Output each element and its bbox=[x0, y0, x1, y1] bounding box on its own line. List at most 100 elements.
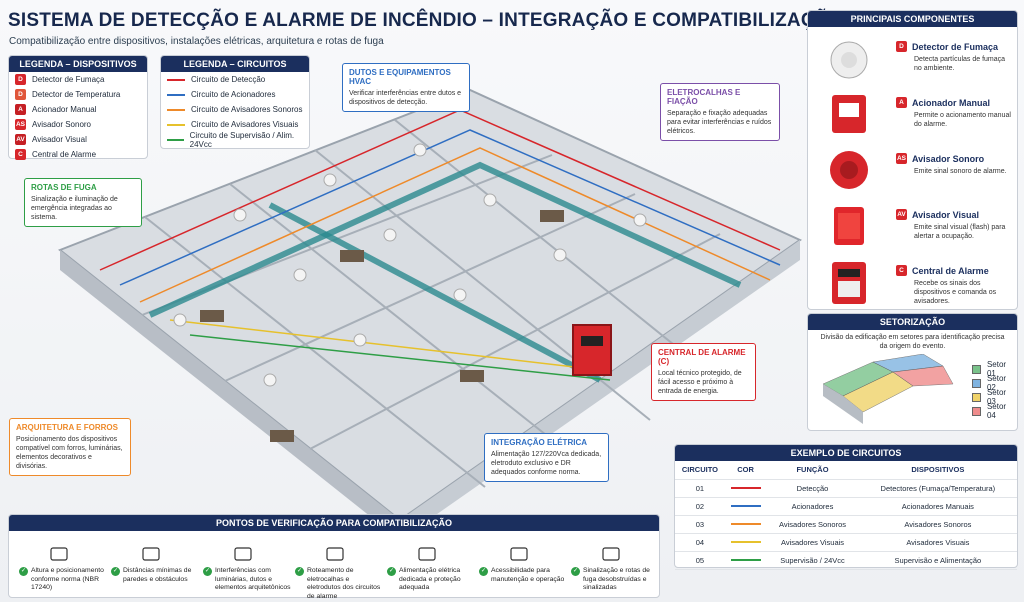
device-code-badge: D bbox=[896, 41, 907, 52]
legend-devices-title: LEGENDA – DISPOSITIVOS bbox=[9, 56, 147, 72]
legend-circuits-title: LEGENDA – CIRCUITOS bbox=[161, 56, 309, 72]
component-image bbox=[830, 151, 868, 189]
component-name-text: Avisador Sonoro bbox=[912, 153, 985, 164]
circuit-number-cell: 01 bbox=[675, 479, 725, 498]
device-code-badge: AS bbox=[15, 119, 26, 130]
circuit-color-line bbox=[730, 487, 761, 489]
device-code-badge: AS bbox=[896, 153, 907, 164]
component-desc: Detecta partículas de fumaça no ambiente… bbox=[914, 56, 1006, 72]
circuit-color-line bbox=[730, 559, 761, 561]
circuit-devices-cell: Acionadores Manuais bbox=[858, 497, 1017, 516]
circuit-line-swatch bbox=[167, 93, 185, 96]
callout-central-text: Local técnico protegido, de fácil acesso… bbox=[658, 370, 742, 395]
circuit-line-swatch bbox=[167, 138, 184, 141]
callout-hvac: DUTOS E EQUIPAMENTOS HVAC Verificar inte… bbox=[342, 63, 470, 112]
wrench-icon bbox=[510, 547, 528, 561]
component-image bbox=[830, 41, 868, 79]
check-text: Roteamento de eletrocalhas e eletrodutos… bbox=[307, 567, 381, 600]
circuit-color-cell bbox=[724, 479, 767, 498]
check-text: Interferências com luminárias, dutos e e… bbox=[215, 567, 291, 591]
circuit-devices-cell: Avisadores Sonoros bbox=[858, 515, 1017, 534]
sector-label: Setor 02 bbox=[986, 374, 1007, 392]
callout-arquitetura-text: Posicionamento dos dispositivos compatív… bbox=[16, 436, 123, 470]
circuit-line-swatch bbox=[167, 78, 185, 81]
device-code-badge: C bbox=[896, 265, 907, 276]
circuit-number-cell: 02 bbox=[675, 497, 725, 516]
component-name: A Acionador Manual bbox=[896, 97, 990, 108]
component-name-text: Acionador Manual bbox=[912, 97, 991, 108]
sector-swatch bbox=[972, 378, 981, 388]
device-code-badge: A bbox=[15, 104, 26, 115]
legend-device-label: Central de Alarme bbox=[32, 150, 97, 159]
circuit-function-cell: Detecção bbox=[766, 479, 859, 498]
device-code-badge: AV bbox=[896, 209, 907, 220]
callout-central: CENTRAL DE ALARME (C) Local técnico prot… bbox=[651, 343, 756, 401]
check-text: Acessibilidade para manutenção e operaçã… bbox=[491, 567, 565, 583]
circuit-devices-cell: Avisadores Visuais bbox=[858, 533, 1017, 552]
callout-hvac-text: Verificar interferências entre dutos e d… bbox=[349, 90, 462, 106]
sector-label: Setor 01 bbox=[986, 360, 1007, 378]
checks-panel: PONTOS DE VERIFICAÇÃO PARA COMPATIBILIZA… bbox=[8, 514, 660, 600]
components-title: PRINCIPAIS COMPONENTES bbox=[808, 11, 1017, 27]
check-text: Altura e posicionamento conforme norma (… bbox=[31, 567, 104, 591]
check-item: ✓Interferências com luminárias, dutos e … bbox=[201, 545, 291, 602]
legend-circuit-row: Circuito de Supervisão / Alim. 24Vcc bbox=[161, 130, 309, 149]
legend-circuit-label: Circuito de Supervisão / Alim. 24Vcc bbox=[189, 130, 295, 149]
check-tick-icon: ✓ bbox=[19, 567, 28, 576]
legend-circuit-row: Circuito de Detecção bbox=[161, 72, 309, 87]
callout-arquitetura-title: ARQUITETURA E FORROS bbox=[16, 423, 118, 432]
callout-eletrocalhas-text: Separação e fixação adequadas para evita… bbox=[667, 110, 772, 135]
circuit-function-cell: Supervisão / 24Vcc bbox=[766, 551, 859, 570]
ruler-icon bbox=[50, 547, 68, 561]
check-tick-icon: ✓ bbox=[571, 567, 580, 576]
components-panel: PRINCIPAIS COMPONENTES D Detector de Fuma… bbox=[807, 10, 1018, 310]
legend-circuit-row: Circuito de Acionadores bbox=[161, 87, 309, 102]
checks-title: PONTOS DE VERIFICAÇÃO PARA COMPATIBILIZA… bbox=[9, 515, 659, 531]
check-item: ✓Distâncias mínimas de paredes e obstácu… bbox=[109, 545, 199, 602]
circuit-color-line bbox=[730, 523, 761, 525]
sector-legend-row: Setor 02 bbox=[966, 374, 1017, 392]
table-header-cell: COR bbox=[724, 461, 767, 480]
component-name-text: Detector de Fumaça bbox=[912, 41, 999, 52]
device-code-badge: AV bbox=[15, 134, 26, 145]
device-code-badge: D bbox=[15, 89, 26, 100]
circuit-color-cell bbox=[724, 497, 767, 516]
circuit-number-cell: 03 bbox=[675, 515, 725, 534]
component-image bbox=[832, 262, 866, 304]
component-name: AS Avisador Sonoro bbox=[896, 153, 984, 164]
callout-arquitetura: ARQUITETURA E FORROS Posicionamento dos … bbox=[9, 418, 131, 476]
component-image bbox=[832, 95, 866, 133]
callout-central-title: CENTRAL DE ALARME (C) bbox=[658, 348, 746, 366]
component-desc: Permite o acionamento manual do alarme. bbox=[914, 112, 1011, 128]
plug-icon bbox=[418, 547, 436, 561]
check-text: Sinalização e rotas de fuga desobstruída… bbox=[583, 567, 650, 591]
sectorization-title: SETORIZAÇÃO bbox=[808, 314, 1017, 330]
check-item: ✓Altura e posicionamento conforme norma … bbox=[17, 545, 107, 602]
sector-legend-row: Setor 01 bbox=[966, 360, 1017, 378]
page-title: SISTEMA DE DETECÇÃO E ALARME DE INCÊNDIO… bbox=[8, 10, 844, 31]
sector-swatch bbox=[972, 364, 981, 374]
circuit-devices-cell: Detectores (Fumaça/Temperatura) bbox=[858, 479, 1017, 498]
component-name-text: Central de Alarme bbox=[912, 265, 989, 276]
circuit-color-line bbox=[730, 541, 761, 543]
circuit-function-cell: Avisadores Sonoros bbox=[766, 515, 859, 534]
device-code-badge: A bbox=[896, 97, 907, 108]
callout-eletrocalhas-title: ELETROCALHAS E FIAÇÃO bbox=[667, 88, 741, 106]
callout-hvac-title: DUTOS E EQUIPAMENTOS HVAC bbox=[349, 68, 451, 86]
device-code-badge: D bbox=[15, 74, 26, 85]
sector-legend-row: Setor 03 bbox=[966, 388, 1017, 406]
table-header-cell: CIRCUITO bbox=[675, 461, 725, 480]
legend-device-label: Acionador Manual bbox=[32, 105, 97, 114]
legend-circuit-label: Circuito de Detecção bbox=[191, 75, 266, 84]
